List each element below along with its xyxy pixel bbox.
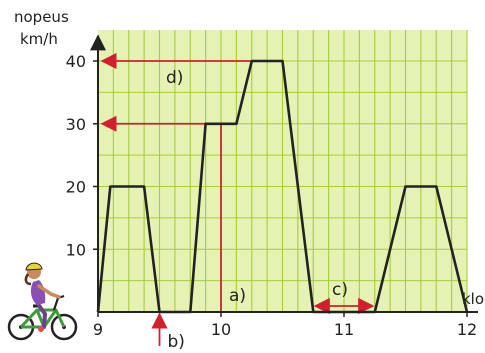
annotation-c-label: c) (332, 280, 348, 300)
y-tick-label: 30 (66, 115, 86, 134)
cyclist-icon (7, 262, 78, 341)
annotation-d-label: d) (166, 68, 183, 88)
y-axis-label-line2: km/h (20, 30, 58, 48)
annotation-a-label: a) (229, 286, 246, 306)
grid (98, 30, 468, 312)
x-tick-label: 10 (211, 320, 231, 339)
x-tick-label: 12 (457, 320, 477, 339)
x-tick-label: 11 (334, 320, 354, 339)
axes (90, 34, 478, 313)
y-tick-label: 20 (66, 178, 86, 197)
y-tick-label: 40 (66, 52, 86, 71)
speed-series-line (96, 59, 469, 314)
x-axis-label: klo (462, 290, 484, 308)
annotation-lines (100, 52, 375, 346)
y-tick-label: 10 (66, 240, 86, 259)
x-tick-label: 9 (93, 320, 103, 339)
annotation-b-label: b) (168, 332, 185, 352)
y-axis-label-line1: nopeus (14, 8, 69, 26)
tick-labels: 9 10 11 12 10 20 30 40 (66, 52, 478, 339)
